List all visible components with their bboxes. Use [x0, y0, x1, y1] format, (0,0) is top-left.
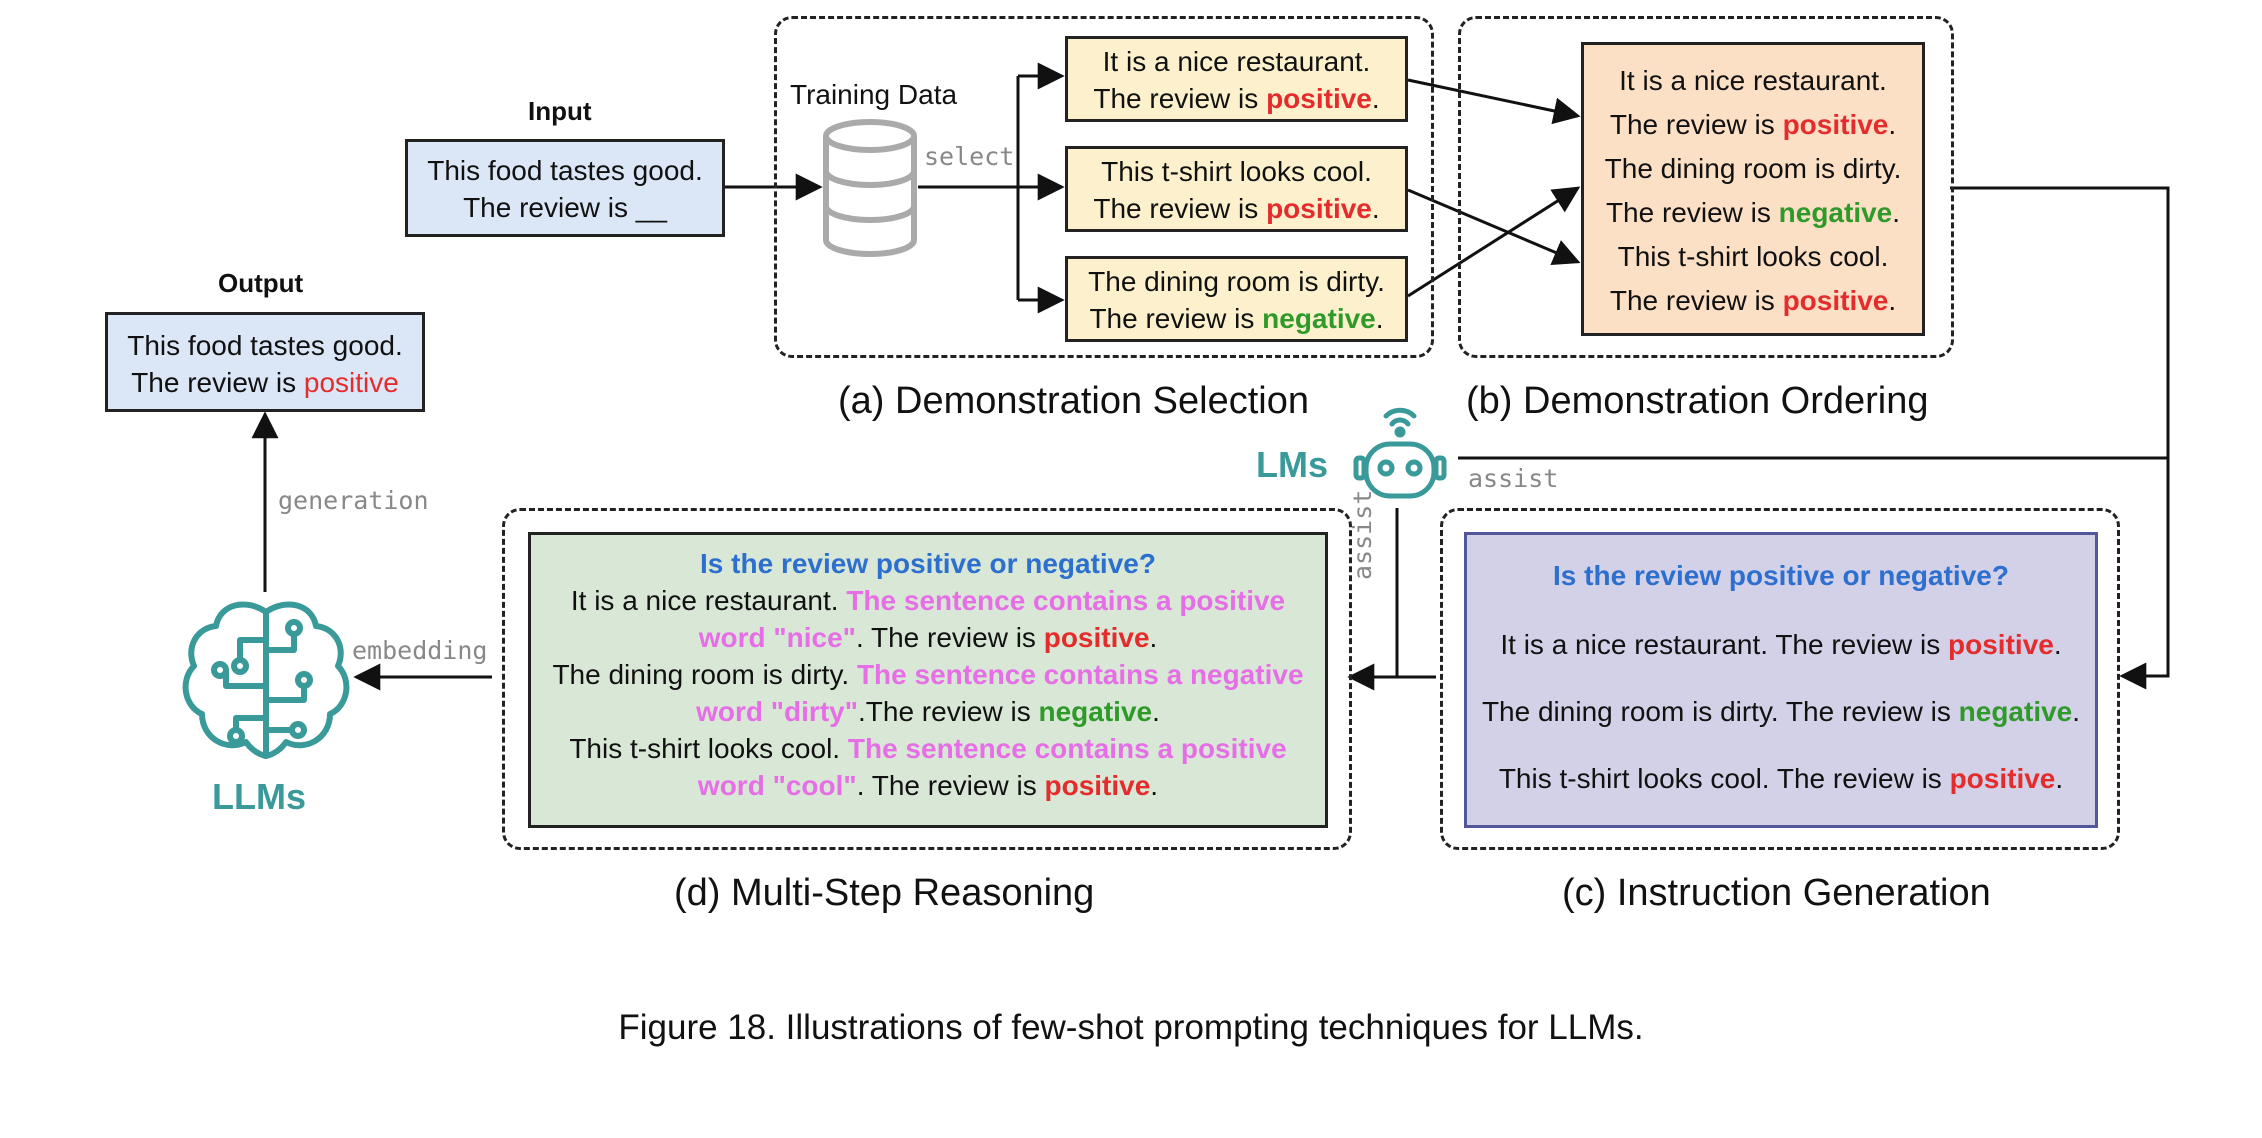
ordering-line: The dining room is dirty.: [1604, 153, 1902, 184]
assist-horizontal-label: assist: [1468, 464, 1559, 493]
ordering-line: The review is positive.: [1609, 285, 1897, 316]
arrow-sel3-to-ord: [1407, 186, 1581, 298]
lms-label: LMs: [1256, 444, 1328, 485]
reasoning-line: The dining room is dirty. The sentence c…: [552, 659, 1304, 690]
instruction-box: Is the review positive or negative? It i…: [1464, 532, 2098, 828]
instruction-panel: [1440, 508, 2120, 850]
ordering-line: The review is negative.: [1605, 197, 1901, 228]
selection-item-review: The review is positive.: [1093, 193, 1380, 224]
selection-caption: (a) Demonstration Selection: [838, 380, 1309, 422]
output-box: This food tastes good. The review is pos…: [105, 312, 425, 412]
instruction-caption: (c) Instruction Generation: [1562, 872, 1991, 914]
input-line2: The review is __: [463, 192, 667, 223]
selection-item-text: This t-shirt looks cool.: [1101, 156, 1372, 187]
instruction-row: This t-shirt looks cool. The review is p…: [1498, 763, 2064, 794]
ordering-line: This t-shirt looks cool.: [1617, 241, 1889, 272]
reasoning-line: word "dirty".The review is negative.: [696, 696, 1160, 727]
input-label: Input: [528, 96, 592, 126]
reasoning-caption: (d) Multi-Step Reasoning: [674, 872, 1095, 914]
reasoning-line: This t-shirt looks cool. The sentence co…: [569, 733, 1287, 764]
input-line1: This food tastes good.: [427, 155, 703, 186]
selection-item-text: It is a nice restaurant.: [1102, 46, 1371, 77]
selection-item-review: The review is positive.: [1093, 83, 1380, 114]
brain-circuit-icon: [176, 590, 356, 770]
robot-icon: [1350, 396, 1450, 504]
select-edge-label: select: [924, 142, 1015, 171]
output-answer: positive: [303, 367, 399, 398]
selection-item-1: It is a nice restaurant. The review is p…: [1065, 36, 1408, 122]
database-icon: [820, 118, 920, 258]
selection-panel: [774, 16, 1434, 358]
arrow-ord-to-instr: [1950, 186, 2170, 690]
selection-item-2: This t-shirt looks cool. The review is p…: [1065, 146, 1408, 232]
ordering-line: The review is positive.: [1609, 109, 1897, 140]
output-line2: The review is positive: [131, 367, 399, 398]
generation-edge-label: generation: [278, 486, 429, 515]
assist-vertical-label: assist: [1348, 489, 1377, 580]
instruction-row: The dining room is dirty. The review is …: [1481, 696, 2081, 727]
embedding-edge-label: embedding: [352, 636, 488, 665]
output-label: Output: [218, 268, 304, 298]
reasoning-box: Is the review positive or negative? It i…: [528, 532, 1328, 828]
reasoning-line: word "nice". The review is positive.: [698, 622, 1158, 653]
reasoning-line: It is a nice restaurant. The sentence co…: [570, 585, 1286, 616]
selection-item-text: The dining room is dirty.: [1088, 266, 1385, 297]
instruction-row: It is a nice restaurant. The review is p…: [1500, 629, 2062, 660]
reasoning-line: word "cool". The review is positive.: [697, 770, 1159, 801]
ordering-panel: [1458, 16, 1954, 358]
reasoning-panel: [502, 508, 1352, 850]
figure-caption: Figure 18. Illustrations of few-shot pro…: [618, 1008, 1644, 1047]
training-data-label: Training Data: [790, 79, 958, 110]
input-box: This food tastes good. The review is __: [405, 139, 725, 237]
instruction-question: Is the review positive or negative?: [1553, 560, 2009, 591]
selection-item-3: The dining room is dirty. The review is …: [1065, 256, 1408, 342]
ordering-box: It is a nice restaurant. The review is p…: [1581, 42, 1925, 336]
arrow-sel1-to-ord: [1407, 78, 1581, 125]
ordering-caption: (b) Demonstration Ordering: [1466, 380, 1929, 422]
reasoning-question: Is the review positive or negative?: [700, 548, 1156, 579]
llms-label: LLMs: [212, 776, 306, 817]
arrow-sel2-to-ord: [1407, 188, 1581, 265]
output-line1: This food tastes good.: [127, 330, 403, 361]
selection-item-review: The review is negative.: [1089, 303, 1384, 334]
ordering-line: It is a nice restaurant.: [1619, 65, 1887, 96]
